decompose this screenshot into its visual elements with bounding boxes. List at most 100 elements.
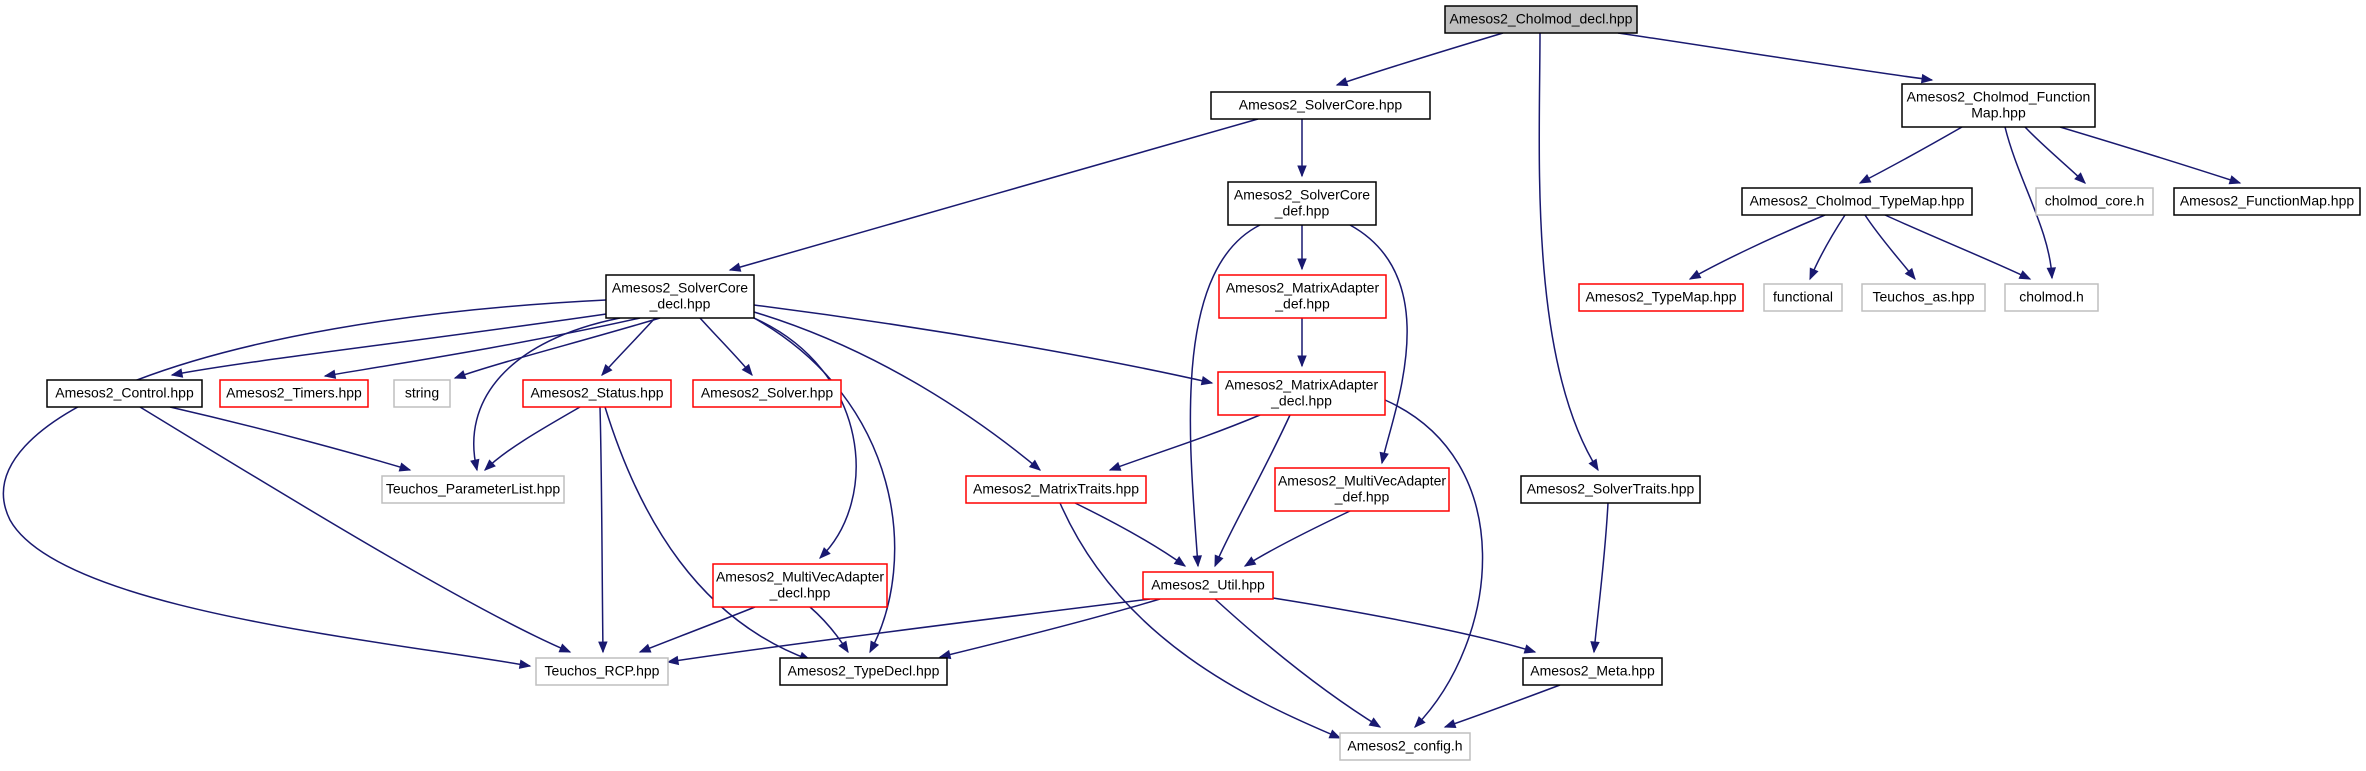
edge-cholmod_function_map-to-cholmod_core	[2024, 126, 2086, 184]
node-matrixadapter-decl[interactable]: Amesos2_MatrixAdapter_decl.hpp	[1217, 371, 1386, 416]
node-cholmod-function-map[interactable]: Amesos2_Cholmod_FunctionMap.hpp	[1901, 83, 2096, 128]
edge-meta-to-config	[1443, 684, 1561, 729]
edge-cholmod_function_map-to-functionmap	[2059, 126, 2242, 185]
node-label: Amesos2_SolverCore	[1234, 187, 1370, 203]
node-solvertraits[interactable]: Amesos2_SolverTraits.hpp	[1520, 475, 1701, 504]
node-box[interactable]	[1217, 371, 1386, 416]
node-functionmap[interactable]: Amesos2_FunctionMap.hpp	[2173, 187, 2361, 216]
edge-line	[1593, 502, 1609, 653]
node-box[interactable]	[605, 274, 755, 319]
node-box[interactable]	[1861, 283, 1986, 312]
edge-arrowhead	[558, 643, 572, 653]
edge-multivecadapter_decl-to-teuchos_rcp	[638, 606, 756, 653]
edge-line	[939, 598, 1161, 658]
edge-control-to-parameterlist	[169, 406, 412, 472]
node-box[interactable]	[393, 379, 451, 408]
edge-status-to-parameterlist	[484, 406, 581, 471]
edge-line	[1884, 214, 2031, 280]
node-box[interactable]	[779, 657, 948, 686]
node-box[interactable]	[1578, 283, 1744, 312]
node-multivecadapter-def[interactable]: Amesos2_MultiVecAdapter_def.hpp	[1274, 467, 1450, 512]
edge-cholmod_typemap-to-functional	[1809, 214, 1846, 281]
node-teuchos-rcp[interactable]: Teuchos_RCP.hpp	[535, 657, 669, 686]
node-box[interactable]	[522, 379, 672, 408]
node-cholmod-h[interactable]: cholmod.h	[2004, 283, 2099, 312]
node-box[interactable]	[1763, 283, 1843, 312]
node-box[interactable]	[381, 475, 565, 504]
edge-arrowhead	[518, 659, 532, 669]
node-box[interactable]	[1741, 187, 1973, 216]
node-config[interactable]: Amesos2_config.h	[1339, 732, 1471, 761]
node-label: cholmod_core.h	[2045, 193, 2145, 209]
node-box[interactable]	[2173, 187, 2361, 216]
node-meta[interactable]: Amesos2_Meta.hpp	[1522, 657, 1663, 686]
edge-solvercore_decl-to-matrixtraits	[753, 311, 1042, 471]
node-cholmod-core[interactable]: cholmod_core.h	[2035, 187, 2154, 216]
edge-line	[1809, 214, 1846, 280]
node-util[interactable]: Amesos2_Util.hpp	[1142, 571, 1274, 600]
node-box[interactable]	[1901, 83, 2096, 128]
node-label: Amesos2_Cholmod_decl.hpp	[1450, 11, 1633, 27]
node-parameterlist[interactable]: Teuchos_ParameterList.hpp	[381, 475, 565, 504]
edge-solvercore_decl-to-parameterlist	[470, 317, 621, 472]
node-string[interactable]: string	[393, 379, 451, 408]
node-box[interactable]	[219, 379, 369, 408]
edge-arrowhead	[1920, 73, 1934, 84]
node-timers[interactable]: Amesos2_Timers.hpp	[219, 379, 369, 408]
node-label: Amesos2_Meta.hpp	[1530, 663, 1655, 679]
node-control[interactable]: Amesos2_Control.hpp	[46, 379, 203, 408]
node-solver[interactable]: Amesos2_Solver.hpp	[692, 379, 842, 408]
node-box[interactable]	[692, 379, 842, 408]
edge-arrowhead	[601, 363, 613, 377]
node-label: _def.hpp	[1274, 203, 1330, 219]
edge-arrowhead	[1108, 461, 1122, 471]
node-root[interactable]: Amesos2_Cholmod_decl.hpp	[1444, 5, 1638, 34]
node-box[interactable]	[1218, 274, 1387, 319]
edge-arrowhead	[1328, 729, 1342, 739]
edge-line	[1859, 126, 1963, 184]
edge-arrowhead	[819, 547, 831, 559]
edge-arrowhead	[323, 369, 337, 379]
edge-arrowhead	[2046, 267, 2057, 280]
node-box[interactable]	[965, 475, 1147, 504]
node-box[interactable]	[712, 563, 888, 608]
node-matrixtraits[interactable]: Amesos2_MatrixTraits.hpp	[965, 475, 1147, 504]
node-box[interactable]	[1444, 5, 1638, 34]
edge-arrowhead	[1173, 556, 1187, 567]
node-typedecl[interactable]: Amesos2_TypeDecl.hpp	[779, 657, 948, 686]
node-box[interactable]	[535, 657, 669, 686]
node-box[interactable]	[1339, 732, 1471, 761]
node-box[interactable]	[1520, 475, 1701, 504]
node-box[interactable]	[1210, 91, 1431, 120]
node-solvercore-decl[interactable]: Amesos2_SolverCore_decl.hpp	[605, 274, 755, 319]
node-box[interactable]	[1227, 181, 1377, 226]
edge-root-to-solvercore	[1335, 32, 1504, 87]
node-solvercore-def[interactable]: Amesos2_SolverCore_def.hpp	[1227, 181, 1377, 226]
node-label: _def.hpp	[1334, 489, 1390, 505]
node-box[interactable]	[2035, 187, 2154, 216]
edge-solvercore-to-solvercore_decl	[728, 118, 1259, 272]
node-matrixadapter-def[interactable]: Amesos2_MatrixAdapter_def.hpp	[1218, 274, 1387, 319]
node-cholmod-typemap[interactable]: Amesos2_Cholmod_TypeMap.hpp	[1741, 187, 1973, 216]
edge-arrowhead	[1297, 355, 1307, 368]
node-functional[interactable]: functional	[1763, 283, 1843, 312]
edge-line	[484, 406, 581, 471]
edge-arrowhead	[638, 643, 652, 653]
edge-arrowhead	[1243, 556, 1257, 567]
edge-line	[1214, 414, 1291, 567]
edge-arrowhead	[1809, 267, 1819, 281]
node-multivecadapter-decl[interactable]: Amesos2_MultiVecAdapter_decl.hpp	[712, 563, 888, 608]
node-solvercore[interactable]: Amesos2_SolverCore.hpp	[1210, 91, 1431, 120]
node-status[interactable]: Amesos2_Status.hpp	[522, 379, 672, 408]
edge-line	[2004, 126, 2053, 279]
node-box[interactable]	[1274, 467, 1450, 512]
edge-line	[1189, 224, 1261, 567]
graph-nodes: Amesos2_Cholmod_decl.hppAmesos2_SolverCo…	[46, 5, 2361, 761]
node-box[interactable]	[1142, 571, 1274, 600]
node-box[interactable]	[2004, 283, 2099, 312]
node-box[interactable]	[1522, 657, 1663, 686]
edge-line	[1336, 32, 1504, 86]
node-teuchos-as[interactable]: Teuchos_as.hpp	[1861, 283, 1986, 312]
node-typemap[interactable]: Amesos2_TypeMap.hpp	[1578, 283, 1744, 312]
node-box[interactable]	[46, 379, 203, 408]
